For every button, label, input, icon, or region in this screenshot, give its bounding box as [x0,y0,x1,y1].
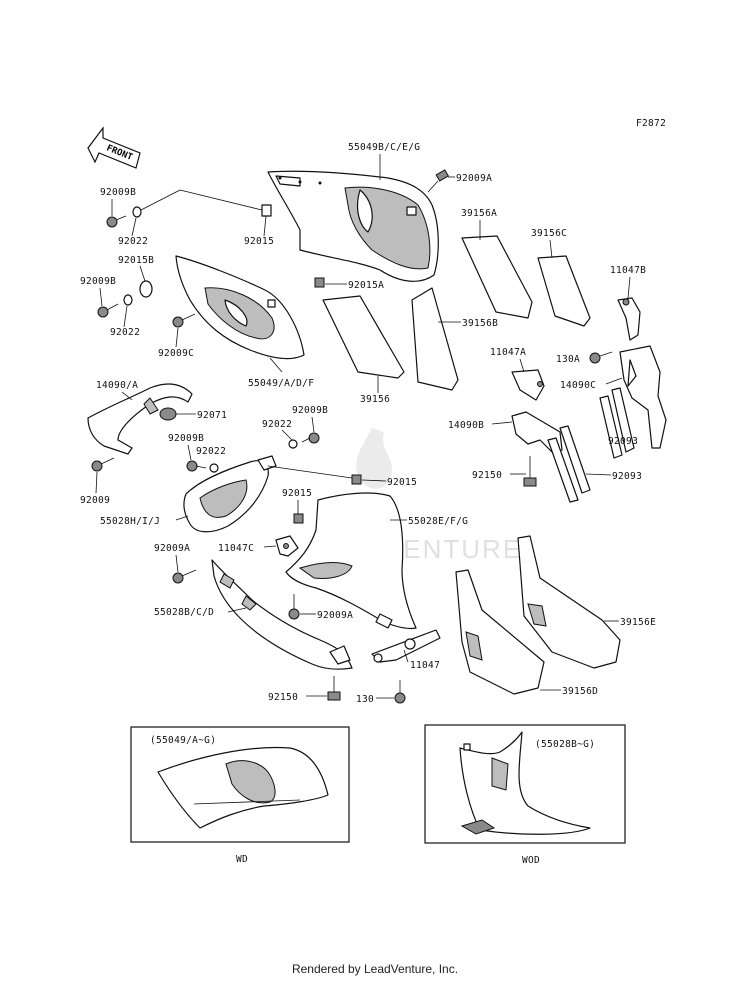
lower-cowl-55028efg [285,492,417,630]
lower-cowl-55028bcd [211,559,353,670]
bolt-92150-2-icon [327,676,341,701]
callout-92009b-1: 92009B [100,187,136,198]
inset-right-title: (55028B~G) [535,739,595,750]
pad-39156d [455,569,545,695]
figure-code: F2872 [636,118,666,129]
callout-92093-2: 92093 [612,471,642,482]
callout-92022-4: 92022 [196,446,226,457]
callout-39156: 39156 [360,394,390,405]
callout-39156c: 39156C [531,228,567,239]
callout-11047b: 11047B [610,265,646,276]
callout-92022-3: 92022 [262,419,292,430]
bracket-11047 [371,629,441,663]
bolt-92009b-2-icon [97,303,119,318]
callout-92150-2: 92150 [268,692,298,703]
bolt-92009b-4-icon [186,460,207,472]
pad-39156e [517,535,621,669]
callout-92093-1: 92093 [608,436,638,447]
callout-92022-1: 92022 [118,236,148,247]
bolt-92009a-icon [427,169,450,193]
bolt-92009-icon [91,457,115,472]
bolt-92150-icon [523,456,537,487]
callout-14090a: 14090/A [96,380,138,391]
callout-92009b-2: 92009B [80,276,116,287]
inset-left-caption: WD [236,854,248,865]
callout-92071: 92071 [197,410,227,421]
inset-right: (55028B~G) [424,724,626,844]
clip-92015-right-icon [351,474,362,485]
callout-39156b: 39156B [462,318,498,329]
callout-55028efg: 55028E/F/G [408,516,468,527]
callout-92015-right: 92015 [387,477,417,488]
washer-92022-3-icon [288,439,298,449]
pad-39156 [322,295,405,379]
upper-cowl-right [267,170,439,282]
callout-130: 130 [356,694,374,705]
bracket-14090c [619,345,667,449]
callout-55049adf: 55049/A/D/F [248,378,314,389]
callout-92022-2: 92022 [110,327,140,338]
front-arrow-icon: FRONT [87,126,141,169]
callout-14090b: 14090B [448,420,484,431]
bolt-92009b-icon [106,215,127,228]
grommet-92071-icon [159,407,177,421]
callout-92009a-top: 92009A [456,173,492,184]
washer-92022-2-icon [123,294,133,306]
bolt-92009c-icon [172,313,196,328]
callout-92009b-3: 92009B [292,405,328,416]
seal-92093-lower [547,425,591,503]
bolt-92009b-3-icon [301,432,320,444]
upper-cowl-left [175,255,305,360]
inset-left-title: (55049/A~G) [150,735,216,746]
callout-39156a: 39156A [461,208,497,219]
bracket-11047c [275,535,299,557]
callout-55028hij: 55028H/I/J [100,516,160,527]
callout-55028bcd: 55028B/C/D [154,607,214,618]
footer-credit: Rendered by LeadVenture, Inc. [291,962,459,976]
bracket-11047a [511,369,545,401]
callout-92015b: 92015B [118,255,154,266]
callout-92009c: 92009C [158,348,194,359]
bracket-14090a [87,383,193,455]
callout-92015-mid: 92015 [282,488,312,499]
callout-92009: 92009 [80,495,110,506]
bolt-92009a-low-icon [172,569,197,584]
grommet-92015b-icon [139,280,153,298]
inset-right-caption: WOD [522,855,540,866]
washer-92022-icon [132,206,142,218]
callout-11047: 11047 [410,660,440,671]
bolt-130a-icon [589,351,613,364]
inset-left: (55049/A~G) [130,726,350,843]
callout-92015-upper: 92015 [244,236,274,247]
inner-cover-55028hij [183,455,277,533]
callout-92150-1: 92150 [472,470,502,481]
pad-39156a [461,235,533,319]
bracket-11047b [617,297,641,341]
callout-92015a: 92015A [348,280,384,291]
callout-92009b-4: 92009B [168,433,204,444]
bolt-92009a-mid-icon [288,594,300,620]
callout-55049bceg: 55049B/C/E/G [348,142,420,153]
pad-39156b [411,287,459,391]
callout-14090c: 14090C [560,380,596,391]
callout-39156e: 39156E [620,617,656,628]
clip-92015a-icon [314,277,325,288]
clip-92015-mid-icon [293,513,304,524]
callout-11047a: 11047A [490,347,526,358]
callout-11047c: 11047C [218,543,254,554]
seal-92093-upper [599,387,635,459]
pad-39156c [537,255,591,327]
bolt-130-icon [394,680,406,704]
washer-92022-4-icon [209,463,219,473]
callout-92009a-low: 92009A [154,543,190,554]
callout-92009a-mid: 92009A [317,610,353,621]
callout-130a: 130A [556,354,580,365]
clip-92015-icon [261,204,272,217]
callout-39156d: 39156D [562,686,598,697]
